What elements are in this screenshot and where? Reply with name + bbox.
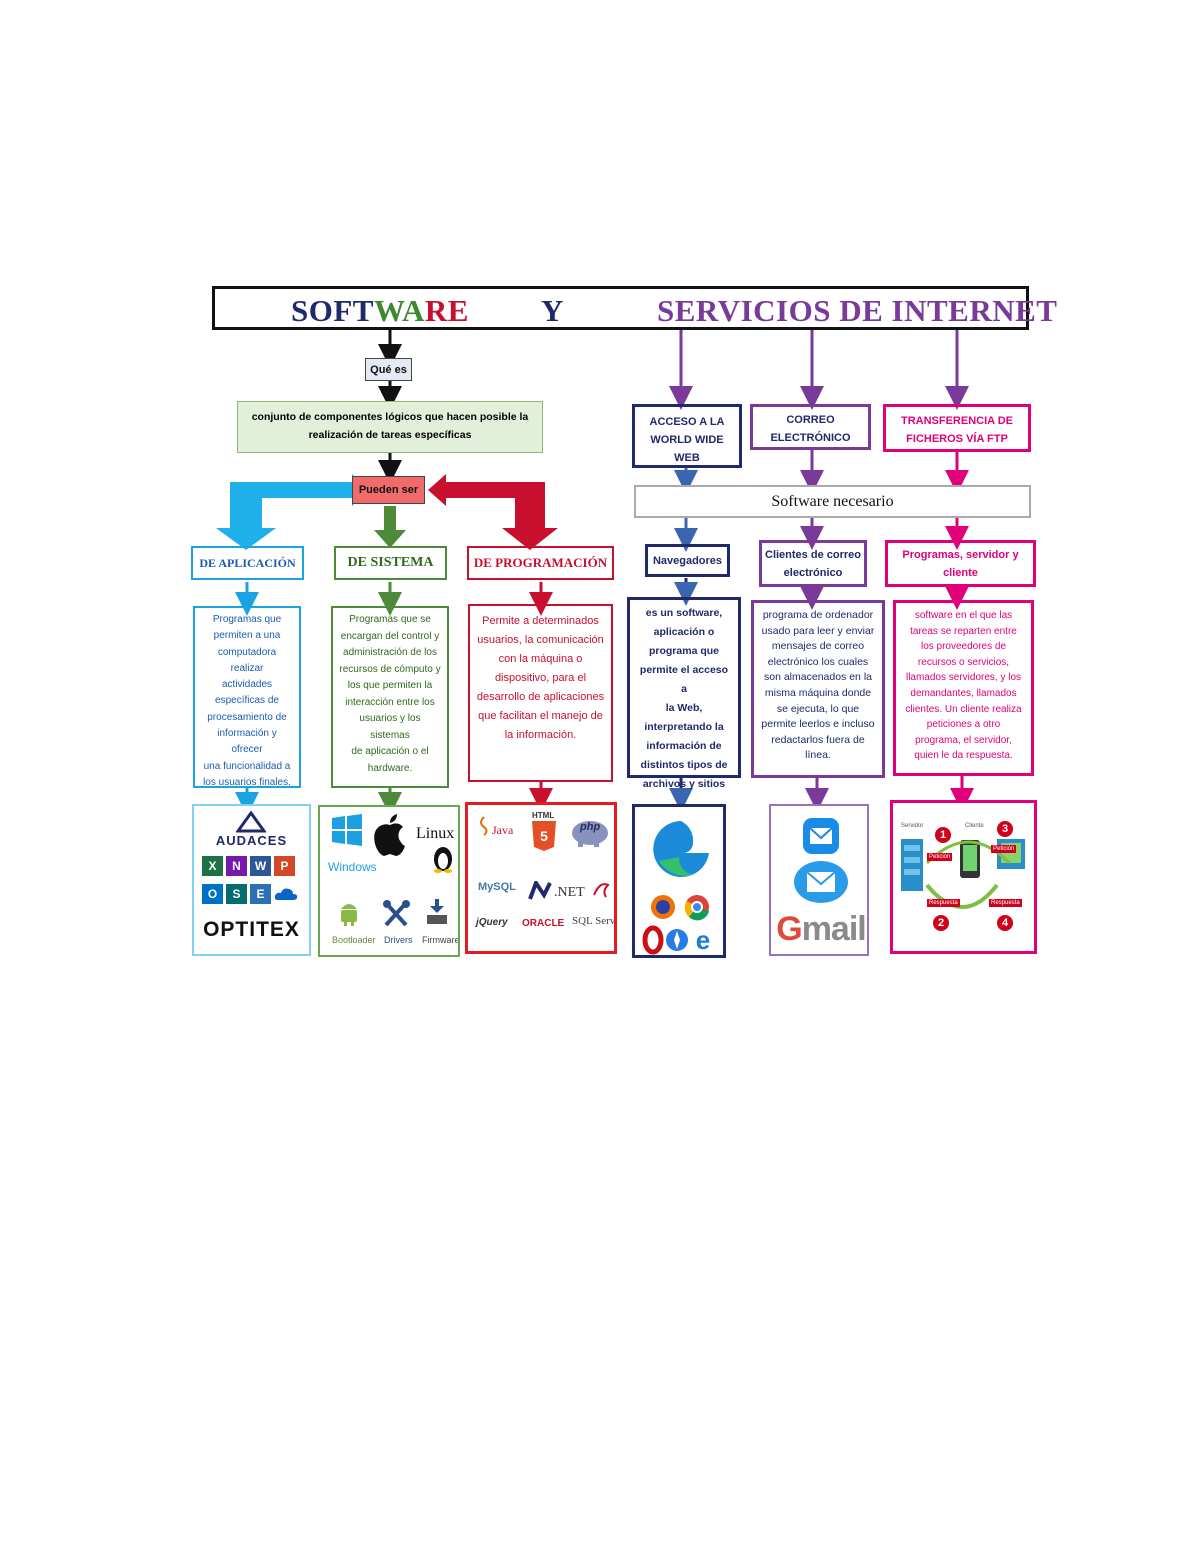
- programas-servidor-box: Programas, servidor y cliente: [885, 540, 1036, 587]
- pueden-ser-box: Pueden ser: [352, 476, 425, 504]
- office-row-2: O S E: [202, 884, 298, 904]
- tools-icon: [383, 900, 410, 927]
- optitex-logo: OPTITEX: [203, 918, 300, 941]
- firefox-icon: [651, 895, 675, 919]
- service-email-label: CORREO ELECTRÓNICO: [750, 404, 871, 450]
- type-programacion-label: DE PROGRAMACIÓN: [467, 546, 614, 580]
- app-logos-panel: AUDACES X N W P O S E OPTITEX: [192, 804, 311, 956]
- software-necesario-box: Software necesario: [634, 485, 1031, 518]
- onenote-icon: N: [226, 856, 247, 876]
- service-ftp-label: TRANSFERENCIA DE FICHEROS VÍA FTP: [883, 404, 1031, 452]
- phone-client-icon: [960, 840, 980, 878]
- navegadores-box: Navegadores: [645, 544, 730, 577]
- android-icon: [341, 904, 357, 926]
- outlook-icon: O: [202, 884, 223, 904]
- bootloader-label: Bootloader: [332, 935, 376, 945]
- jquery-label: jQuery: [476, 917, 508, 928]
- mysql-label: MySQL: [478, 881, 516, 893]
- envelope-icon: [794, 861, 848, 903]
- java-label: Java: [492, 823, 514, 837]
- onedrive-icon: [274, 888, 298, 900]
- svg-text:5: 5: [540, 828, 548, 844]
- exchange-icon: E: [250, 884, 271, 904]
- type-sistema-label: DE SISTEMA: [334, 546, 447, 580]
- excel-icon: X: [202, 856, 223, 876]
- linux-label: Linux: [416, 825, 455, 842]
- firmware-label: Firmware: [422, 935, 460, 945]
- respuesta-tag-1: Respuesta: [927, 899, 960, 907]
- apple-logo-icon: [374, 814, 405, 856]
- service-www-label: ACCESO A LA WORLD WIDE WEB: [632, 404, 742, 468]
- mail-panel: Gmail: [769, 804, 869, 956]
- peticion-tag-2: Petición: [991, 845, 1017, 853]
- office-row-1: X N W P: [202, 856, 295, 876]
- ftp-arcs: [925, 840, 1011, 909]
- title-services: SERVICIOS DE INTERNET: [657, 293, 1058, 328]
- windows-logo-icon: [332, 814, 362, 846]
- title-y: Y: [541, 293, 564, 328]
- type-aplicacion-label: DE APLICACIÓN: [191, 546, 304, 580]
- sqlserver-label: SQL Serve: [572, 915, 617, 927]
- svg-text:e: e: [696, 925, 710, 955]
- ftp-panel: Servidor Cliente 1 2 3 4 Petición Petici…: [890, 800, 1037, 954]
- net-label: .NET: [554, 885, 585, 900]
- tux-icon: [434, 847, 452, 873]
- title-software: SOFTWARE: [291, 293, 469, 328]
- dotnet-icon: [528, 881, 552, 900]
- system-logos-panel: Windows Linux Bootloader Drivers Firmwar…: [318, 805, 460, 957]
- html-label: HTML: [532, 811, 555, 820]
- ftp-servidor-label: Servidor: [901, 823, 924, 829]
- chrome-icon: [684, 895, 709, 921]
- ftp-cliente-label: Cliente: [965, 823, 984, 829]
- title-box: SOFTWARE Y SERVICIOS DE INTERNET: [212, 286, 1057, 330]
- html5-shield-icon: 5: [532, 821, 556, 851]
- java-icon: [480, 816, 488, 836]
- edge-browser-icon: [653, 821, 709, 877]
- opera-safari-ie-icons: e: [642, 925, 710, 955]
- sqlserver-icon: [593, 883, 610, 898]
- server-rack-icon: [901, 839, 923, 891]
- powerpoint-icon: P: [274, 856, 295, 876]
- php-elephant-icon: [572, 821, 608, 847]
- windows-label: Windows: [328, 860, 377, 874]
- sharepoint-icon: S: [226, 884, 247, 904]
- step-2-badge: 2: [933, 915, 949, 931]
- definition-box: conjunto de componentes lógicos que hace…: [237, 401, 543, 453]
- firmware-chip-icon: [427, 899, 447, 924]
- php-label: php: [580, 821, 601, 833]
- step-1-badge: 1: [935, 827, 951, 843]
- drivers-label: Drivers: [384, 935, 413, 945]
- gmail-logo: Gmail: [776, 910, 867, 948]
- peticion-tag-1: Petición: [927, 853, 953, 861]
- programming-logos-panel: Java HTML 5 php MySQL .NET jQuery ORACLE…: [465, 802, 617, 954]
- respuesta-tag-2: Respuesta: [989, 899, 1022, 907]
- que-es-box: Qué es: [365, 358, 412, 381]
- clientes-correo-box: Clientes de correo electrónico: [759, 540, 867, 587]
- mail-app-icon: [803, 818, 839, 854]
- oracle-label: ORACLE: [522, 918, 565, 929]
- browsers-panel: e: [632, 804, 726, 958]
- audaces-logo: AUDACES: [215, 833, 288, 848]
- step-4-badge: 4: [997, 915, 1013, 931]
- word-icon: W: [250, 856, 271, 876]
- audaces-logo-icon: [236, 811, 266, 833]
- step-3-badge: 3: [997, 821, 1013, 837]
